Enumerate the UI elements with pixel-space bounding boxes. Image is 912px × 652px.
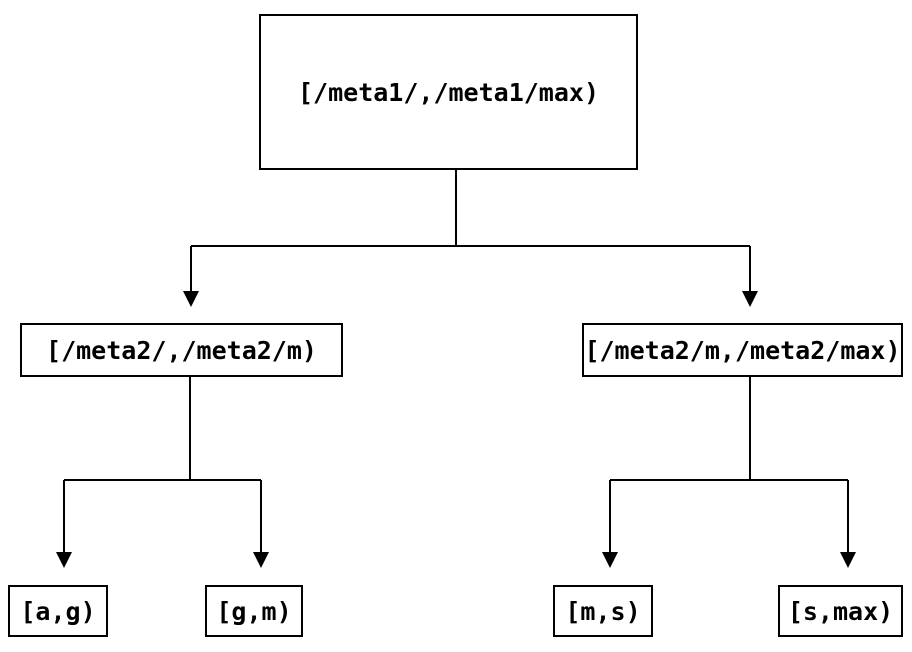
edge-left-subtree [63, 377, 262, 553]
tree-node-leaf-smax: [s,max) [778, 585, 903, 637]
node-label: [a,g) [20, 596, 96, 626]
tree-node-leaf-ag: [a,g) [8, 585, 108, 637]
arrow-down-icon [742, 291, 758, 307]
arrow-down-icon [253, 552, 269, 568]
tree-node-leaf-ms: [m,s) [553, 585, 653, 637]
tree-node-meta2-left: [/meta2/,/meta2/m) [20, 323, 343, 377]
edge-right-subtree [609, 377, 849, 553]
node-label: [m,s) [565, 596, 641, 626]
arrow-down-icon [602, 552, 618, 568]
edge-root-to-children [190, 169, 751, 292]
node-label: [s,max) [787, 596, 894, 626]
node-label: [/meta1/,/meta1/max) [297, 77, 600, 107]
node-label: [/meta2/m,/meta2/max) [584, 335, 901, 365]
arrow-down-icon [183, 291, 199, 307]
arrow-down-icon [840, 552, 856, 568]
arrow-down-icon [56, 552, 72, 568]
tree-node-root: [/meta1/,/meta1/max) [259, 14, 638, 170]
tree-node-leaf-gm: [g,m) [205, 585, 303, 637]
node-label: [/meta2/,/meta2/m) [46, 335, 317, 365]
node-label: [g,m) [216, 596, 292, 626]
tree-node-meta2-right: [/meta2/m,/meta2/max) [582, 323, 903, 377]
